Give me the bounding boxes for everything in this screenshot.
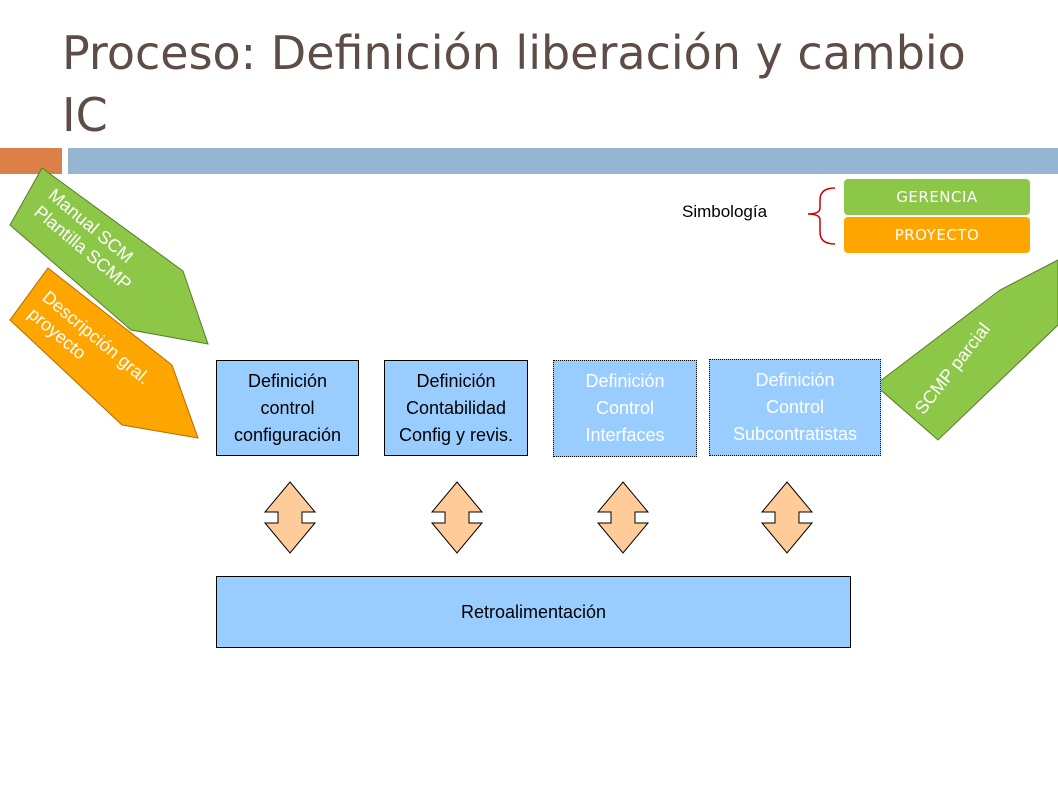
process-box-label: Definición control configuración: [233, 370, 342, 445]
page-title: Proceso: Definición liberación y cambio …: [62, 26, 966, 142]
process-box-control-configuracion: Definición control configuración: [216, 360, 359, 456]
double-arrow-2: [430, 481, 484, 554]
feedback-box: Retroalimentación: [216, 576, 851, 648]
output-arrow-scmp: [874, 259, 1058, 441]
double-arrow-4: [760, 481, 814, 554]
feedback-box-label: Retroalimentación: [460, 601, 607, 622]
process-box-label: Definición Control Interfaces: [585, 371, 665, 445]
legend-brace: [807, 187, 836, 245]
title-bar-blue: [68, 148, 1058, 174]
process-box-label: Definición Control Subcontratistas: [732, 370, 858, 444]
double-arrow-3: [596, 481, 650, 554]
process-box-contabilidad: Definición Contabilidad Config y revis.: [384, 360, 528, 456]
input-arrow-descripcion: [9, 267, 199, 439]
process-box-subcontratistas: Definición Control Subcontratistas: [709, 359, 881, 456]
double-arrow-1: [263, 481, 317, 554]
legend-tag-gerencia: GERENCIA: [844, 179, 1030, 215]
title-bar-orange: [0, 148, 62, 174]
process-box-label: Definición Contabilidad Config y revis.: [398, 370, 514, 445]
input-arrow-manual-scm: [9, 167, 209, 345]
legend-tag-proyecto: PROYECTO: [844, 217, 1030, 253]
process-box-interfaces: Definición Control Interfaces: [553, 360, 697, 457]
legend-label: Simbología: [682, 202, 768, 221]
